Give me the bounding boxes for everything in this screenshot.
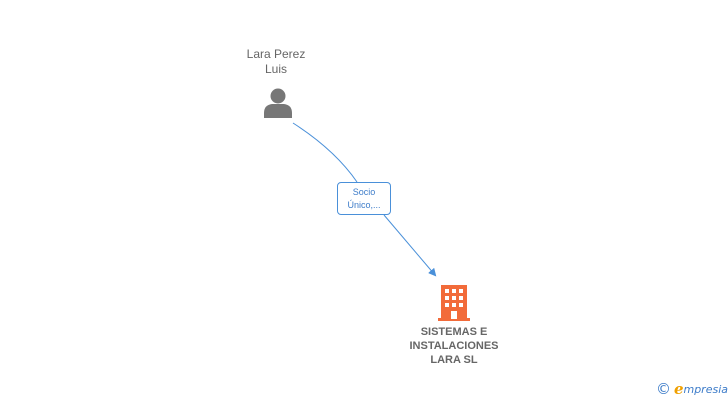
relationship-label-line-1: Socio [352, 187, 376, 197]
person-name[interactable]: Lara Perez Luis [216, 47, 336, 77]
brand-name: mpresia [683, 382, 728, 396]
company-name-line-1: SISTEMAS E [420, 326, 488, 338]
copyright-icon: © [655, 380, 671, 398]
relationship-label-line-2: Único,... [347, 200, 381, 210]
person-name-line-2: Luis [264, 62, 287, 76]
company-name-line-3: LARA SL [430, 354, 478, 366]
building-icon[interactable] [438, 285, 470, 321]
edge-label-to-company [383, 214, 437, 277]
edge-person-to-label [292, 122, 358, 183]
person-icon[interactable] [262, 88, 294, 118]
empresia-logo[interactable]: © e mpresia [656, 379, 728, 399]
relationship-label[interactable]: Socio Único,... [337, 182, 391, 215]
brand-initial: e [673, 380, 684, 398]
company-name-line-2: INSTALACIONES [409, 340, 499, 352]
company-name[interactable]: SISTEMAS E INSTALACIONES LARA SL [381, 325, 527, 367]
person-name-line-1: Lara Perez [246, 47, 306, 61]
